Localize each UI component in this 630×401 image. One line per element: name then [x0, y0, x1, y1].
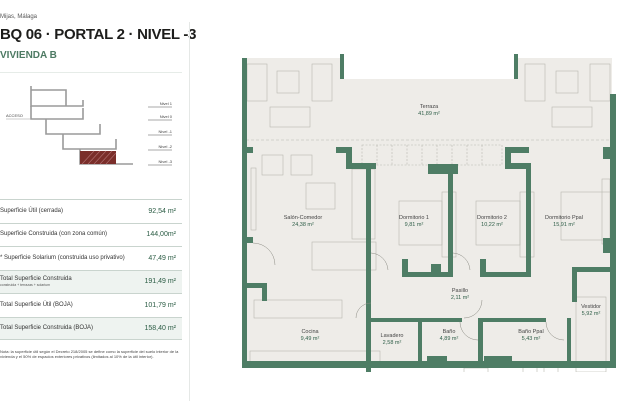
spec-row-construida: Superficie Construida (con zona común) 1… [0, 222, 182, 247]
spec-value: 101,79 m² [144, 301, 176, 309]
spec-value: 47,49 m² [148, 254, 176, 262]
spec-label: Superficie Útil (cerrada) [0, 207, 64, 214]
spec-row-util: Superficie Útil (cerrada) 92,54 m² [0, 199, 182, 223]
panel-divider [189, 22, 190, 401]
building-section-icon: Nivel 1 Nivel 0 Nivel -1 Nivel -2 Nivel … [6, 86, 173, 166]
access-label: ACCESO [6, 113, 23, 118]
footnote: Nota: la superficie útil según el Decret… [0, 349, 179, 360]
level-label: Nivel 1 [160, 101, 173, 106]
info-panel: Mijas, Málaga BQ 06 · PORTAL 2 · NIVEL -… [0, 0, 196, 401]
spec-value: 92,54 m² [148, 207, 176, 215]
location-label: Mijas, Málaga [0, 14, 38, 20]
spec-row-total-construida-boja: Total Superficie Construida (BOJA) 158,4… [0, 316, 182, 340]
spec-value: 158,40 m² [144, 324, 176, 332]
surface-table: Superficie Útil (cerrada) 92,54 m² Super… [0, 199, 182, 340]
spec-label: Total Superficie Útil (BOJA) [0, 301, 73, 308]
level-label: Nivel 0 [160, 114, 173, 119]
level-label: Nivel -3 [158, 159, 172, 164]
spec-label: * Superficie Solarium (construida uso pr… [0, 254, 125, 261]
unit-subtitle: VIVIENDA B [0, 50, 57, 61]
spec-label: Total Superficie Construida (BOJA) [0, 324, 94, 331]
floor-plan-drawing [242, 54, 616, 372]
spec-row-total-util-boja: Total Superficie Útil (BOJA) 101,79 m² [0, 293, 182, 317]
section-diagram: Nivel 1 Nivel 0 Nivel -1 Nivel -2 Nivel … [0, 72, 182, 185]
spec-value: 144,00m² [146, 231, 176, 239]
level-label: Nivel -2 [158, 144, 172, 149]
spec-sublabel: construida + terrazas + solarium [0, 283, 50, 288]
level-label: Nivel -1 [158, 129, 172, 134]
spec-row-solarium: * Superficie Solarium (construida uso pr… [0, 246, 182, 270]
spec-label: Superficie Construida (con zona común) [0, 231, 108, 238]
page-title: BQ 06 · PORTAL 2 · NIVEL -3 [0, 26, 197, 43]
spec-value: 191,49 m² [144, 278, 176, 286]
